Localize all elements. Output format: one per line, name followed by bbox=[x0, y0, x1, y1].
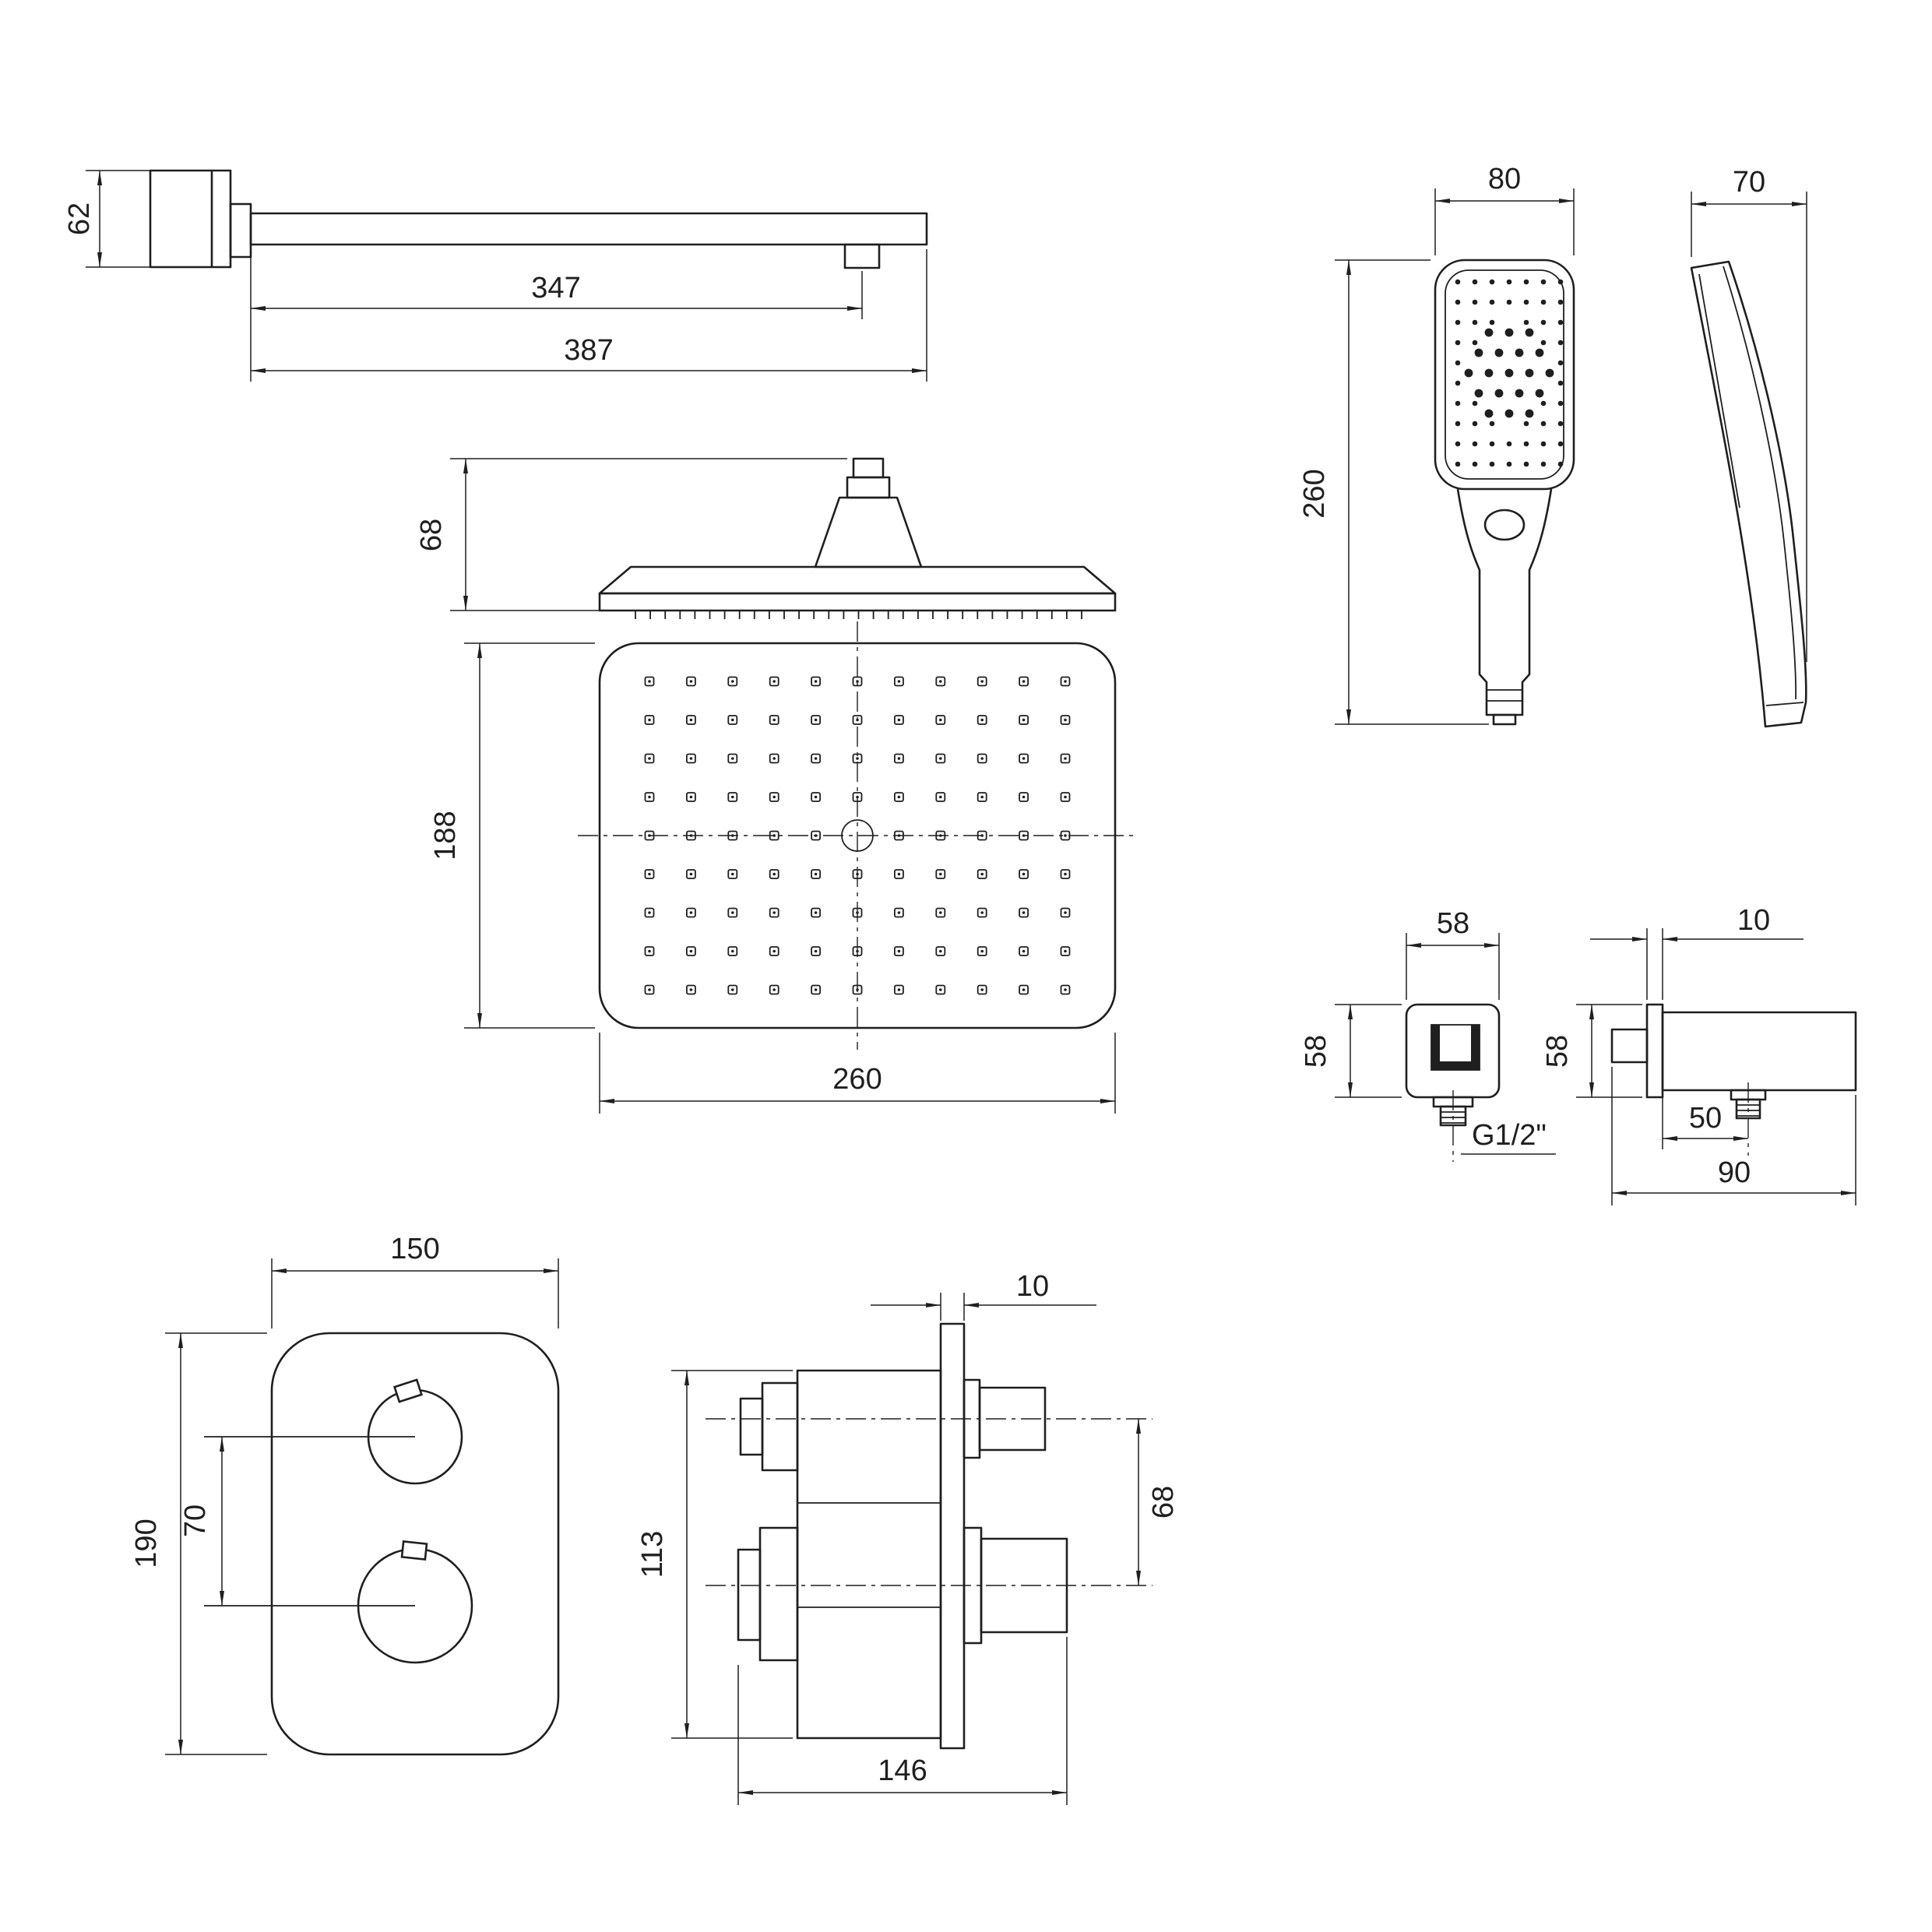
dim-valve-port-spacing: 68 bbox=[1136, 1418, 1180, 1586]
view-wall-outlet-front: G1/2" 58 58 bbox=[1300, 907, 1556, 1162]
outlet-escutcheon bbox=[1405, 1003, 1501, 1099]
dim-hand-length: 260 bbox=[1298, 259, 1489, 725]
dim-head-width: 260 bbox=[599, 1033, 1116, 1114]
dim-valve-length-label: 146 bbox=[878, 1754, 927, 1787]
dim-outlet-port-offset: 50 bbox=[1662, 1095, 1749, 1149]
hand-inlet-nub bbox=[1492, 713, 1517, 726]
dim-valve-body-height-label: 113 bbox=[636, 1531, 669, 1578]
outlet-thread-label: G1/2" bbox=[1472, 1119, 1547, 1152]
view-hand-shower-side: 70 bbox=[1690, 166, 1807, 728]
outlet-side-body bbox=[1661, 1011, 1857, 1092]
dim-mixer-handle-spacing-label: 70 bbox=[179, 1504, 212, 1537]
arm-wall-flange bbox=[149, 169, 232, 269]
hand-side-profile bbox=[1690, 260, 1807, 728]
dim-hand-depth: 70 bbox=[1691, 166, 1807, 662]
dim-mixer-height-label: 190 bbox=[130, 1519, 163, 1568]
head-rim bbox=[598, 592, 1117, 612]
dim-outlet-side-height-label: 58 bbox=[1541, 1035, 1574, 1068]
view-shower-arm: 62 347 387 bbox=[63, 169, 928, 382]
dim-outlet-height-label: 58 bbox=[1300, 1035, 1332, 1068]
mixer-diverter-notch bbox=[393, 1378, 423, 1403]
dim-hand-width: 80 bbox=[1434, 163, 1575, 255]
dim-outlet-port-offset-label: 50 bbox=[1689, 1102, 1722, 1135]
dim-outlet-length: 90 bbox=[1611, 1067, 1856, 1205]
dim-hand-length-label: 260 bbox=[1298, 469, 1331, 518]
hand-nozzle-dots bbox=[1455, 279, 1564, 467]
mixer-temp-notch bbox=[400, 1540, 428, 1561]
dim-head-height-label: 68 bbox=[415, 519, 448, 551]
hand-head bbox=[1434, 259, 1575, 491]
dim-outlet-length-label: 90 bbox=[1718, 1156, 1751, 1189]
dim-head-width-label: 260 bbox=[832, 1063, 882, 1096]
dim-arm-to-outlet: 347 bbox=[250, 249, 863, 382]
dim-valve-length: 146 bbox=[737, 1637, 1068, 1805]
arm-tube bbox=[249, 212, 928, 246]
dim-outlet-side-height: 58 bbox=[1541, 1004, 1642, 1098]
dim-outlet-width-label: 58 bbox=[1437, 907, 1469, 940]
dim-mixer-handle-spacing: 70 bbox=[179, 1436, 224, 1606]
view-mixer-side: 10 113 68 146 bbox=[636, 1270, 1180, 1805]
valve-bottom-bracket bbox=[758, 1526, 799, 1662]
dim-arm-flange: 62 bbox=[63, 170, 150, 268]
dim-arm-total: 387 bbox=[250, 249, 927, 382]
outlet-side-nub bbox=[1610, 1028, 1649, 1064]
outlet-side-plate bbox=[1645, 1003, 1664, 1099]
dim-arm-total-label: 387 bbox=[564, 334, 613, 367]
head-joint-stem bbox=[852, 457, 885, 479]
dim-outlet-plate-thickness: 10 bbox=[1590, 904, 1804, 1000]
dim-arm-to-outlet-label: 347 bbox=[531, 272, 580, 304]
view-mixer-front: 150 190 70 bbox=[130, 1233, 560, 1756]
dim-valve-port-spacing-label: 68 bbox=[1147, 1486, 1180, 1519]
dim-head-depth: 188 bbox=[429, 642, 595, 1029]
head-spray-ticks bbox=[635, 611, 1082, 619]
dim-outlet-plate-thickness-label: 10 bbox=[1737, 904, 1770, 937]
dim-hand-width-label: 80 bbox=[1488, 163, 1521, 195]
hand-mode-button bbox=[1483, 509, 1526, 541]
head-slab bbox=[598, 565, 1117, 595]
view-wall-outlet-side: 10 58 50 90 bbox=[1541, 904, 1857, 1205]
valve-mounting-plate bbox=[939, 1322, 966, 1750]
view-head-side: 68 bbox=[415, 457, 1117, 619]
dim-valve-plate-thickness-label: 10 bbox=[1016, 1270, 1049, 1303]
view-hand-shower-front: 80 260 bbox=[1298, 163, 1575, 726]
dim-hand-depth-label: 70 bbox=[1733, 166, 1765, 199]
valve-body bbox=[796, 1369, 942, 1740]
dim-head-depth-label: 188 bbox=[429, 811, 462, 860]
dim-head-height: 68 bbox=[415, 458, 847, 611]
view-head-top: 188 260 bbox=[429, 621, 1137, 1114]
dim-outlet-width: 58 bbox=[1406, 907, 1500, 1000]
dim-mixer-width: 150 bbox=[271, 1233, 559, 1328]
head-nozzle-grid bbox=[644, 676, 1071, 995]
head-joint-cone bbox=[814, 496, 923, 568]
mixer-plate bbox=[270, 1332, 560, 1756]
dim-outlet-height: 58 bbox=[1300, 1004, 1402, 1098]
dim-valve-body-height: 113 bbox=[636, 1370, 793, 1739]
arm-collar bbox=[229, 202, 252, 259]
dim-mixer-width-label: 150 bbox=[390, 1233, 439, 1265]
hand-face-plate bbox=[1445, 269, 1564, 480]
arm-outlet-nub bbox=[843, 243, 881, 269]
valve-top-bracket bbox=[761, 1381, 799, 1472]
hand-handle bbox=[1456, 488, 1553, 716]
dim-valve-plate-thickness: 10 bbox=[871, 1270, 1096, 1321]
dim-mixer-height: 190 bbox=[130, 1332, 267, 1755]
dim-arm-flange-label: 62 bbox=[63, 202, 96, 235]
